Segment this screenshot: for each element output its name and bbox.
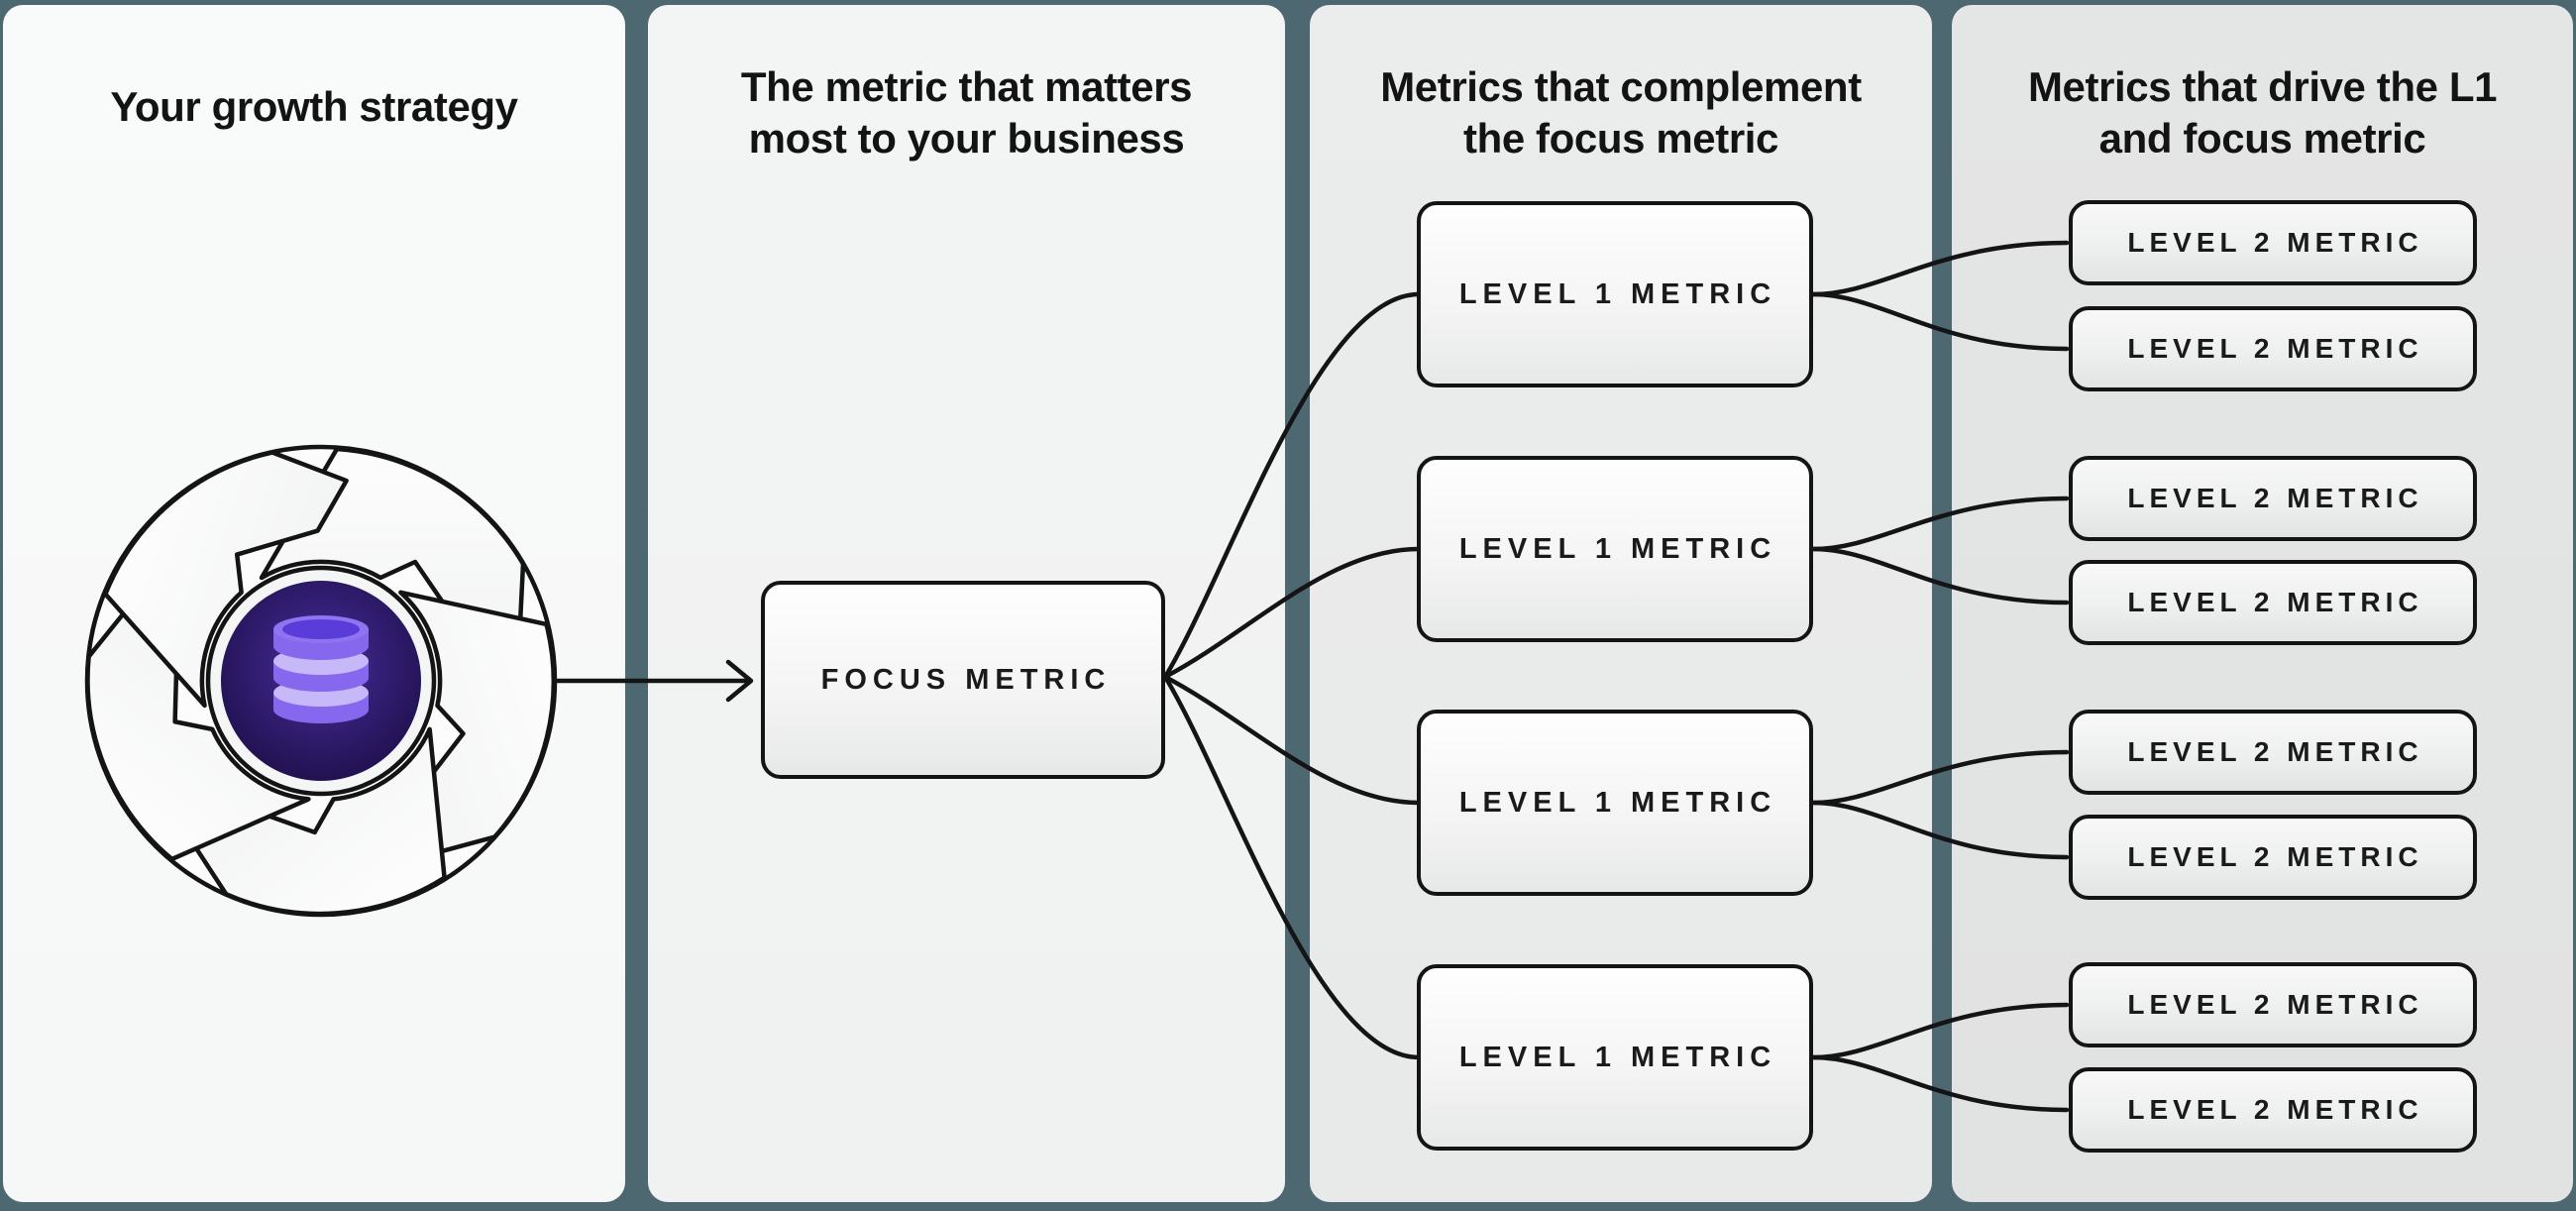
- panel-title-line: most to your business: [748, 115, 1185, 162]
- panel-title: Your growth strategy: [3, 81, 625, 133]
- panel-title-line: Metrics that complement: [1380, 63, 1862, 110]
- level2-metric-label: LEVEL 2 METRIC: [2127, 333, 2423, 364]
- panel-title-line: the focus metric: [1462, 115, 1778, 162]
- level2-metric-label: LEVEL 2 METRIC: [2127, 1094, 2423, 1125]
- focus-metric-label: FOCUS METRIC: [820, 663, 1112, 696]
- level1-metric-node: LEVEL 1 METRIC: [1417, 456, 1813, 642]
- level2-metric-label: LEVEL 2 METRIC: [2127, 841, 2423, 872]
- level1-metric-node: LEVEL 1 METRIC: [1417, 964, 1813, 1151]
- focus-metric-node: FOCUS METRIC: [761, 581, 1165, 779]
- panel-title: The metric that matters most to your bus…: [648, 61, 1285, 165]
- level2-metric-node: LEVEL 2 METRIC: [2069, 1067, 2477, 1153]
- level1-metric-node: LEVEL 1 METRIC: [1417, 710, 1813, 896]
- panel-title-line: Metrics that drive the L1: [2027, 63, 2498, 110]
- level1-metric-node: LEVEL 1 METRIC: [1417, 201, 1813, 387]
- level2-metric-node: LEVEL 2 METRIC: [2069, 456, 2477, 541]
- level2-metric-label: LEVEL 2 METRIC: [2127, 227, 2423, 258]
- level2-metric-label: LEVEL 2 METRIC: [2127, 483, 2423, 513]
- panel-title-line: and focus metric: [2098, 115, 2426, 162]
- panel-title: Metrics that complement the focus metric: [1310, 61, 1932, 165]
- level2-metric-node: LEVEL 2 METRIC: [2069, 560, 2477, 645]
- level2-metric-label: LEVEL 2 METRIC: [2127, 736, 2423, 767]
- panel-title-line: The metric that matters: [740, 63, 1193, 110]
- level1-metric-label: LEVEL 1 METRIC: [1458, 277, 1777, 310]
- level2-metric-node: LEVEL 2 METRIC: [2069, 710, 2477, 795]
- panel-title: Metrics that drive the L1 and focus metr…: [1952, 61, 2573, 165]
- level2-metric-node: LEVEL 2 METRIC: [2069, 815, 2477, 900]
- level2-metric-node: LEVEL 2 METRIC: [2069, 962, 2477, 1047]
- level2-metric-node: LEVEL 2 METRIC: [2069, 306, 2477, 391]
- database-icon: [273, 615, 369, 723]
- level2-metric-node: LEVEL 2 METRIC: [2069, 200, 2477, 285]
- panel-title-line: Your growth strategy: [110, 83, 518, 130]
- level1-metric-label: LEVEL 1 METRIC: [1458, 1041, 1777, 1073]
- level1-metric-label: LEVEL 1 METRIC: [1458, 786, 1777, 819]
- level1-metric-label: LEVEL 1 METRIC: [1458, 532, 1777, 565]
- pinwheel-loop-icon: [73, 433, 569, 929]
- level2-metric-label: LEVEL 2 METRIC: [2127, 587, 2423, 617]
- level2-metric-label: LEVEL 2 METRIC: [2127, 989, 2423, 1020]
